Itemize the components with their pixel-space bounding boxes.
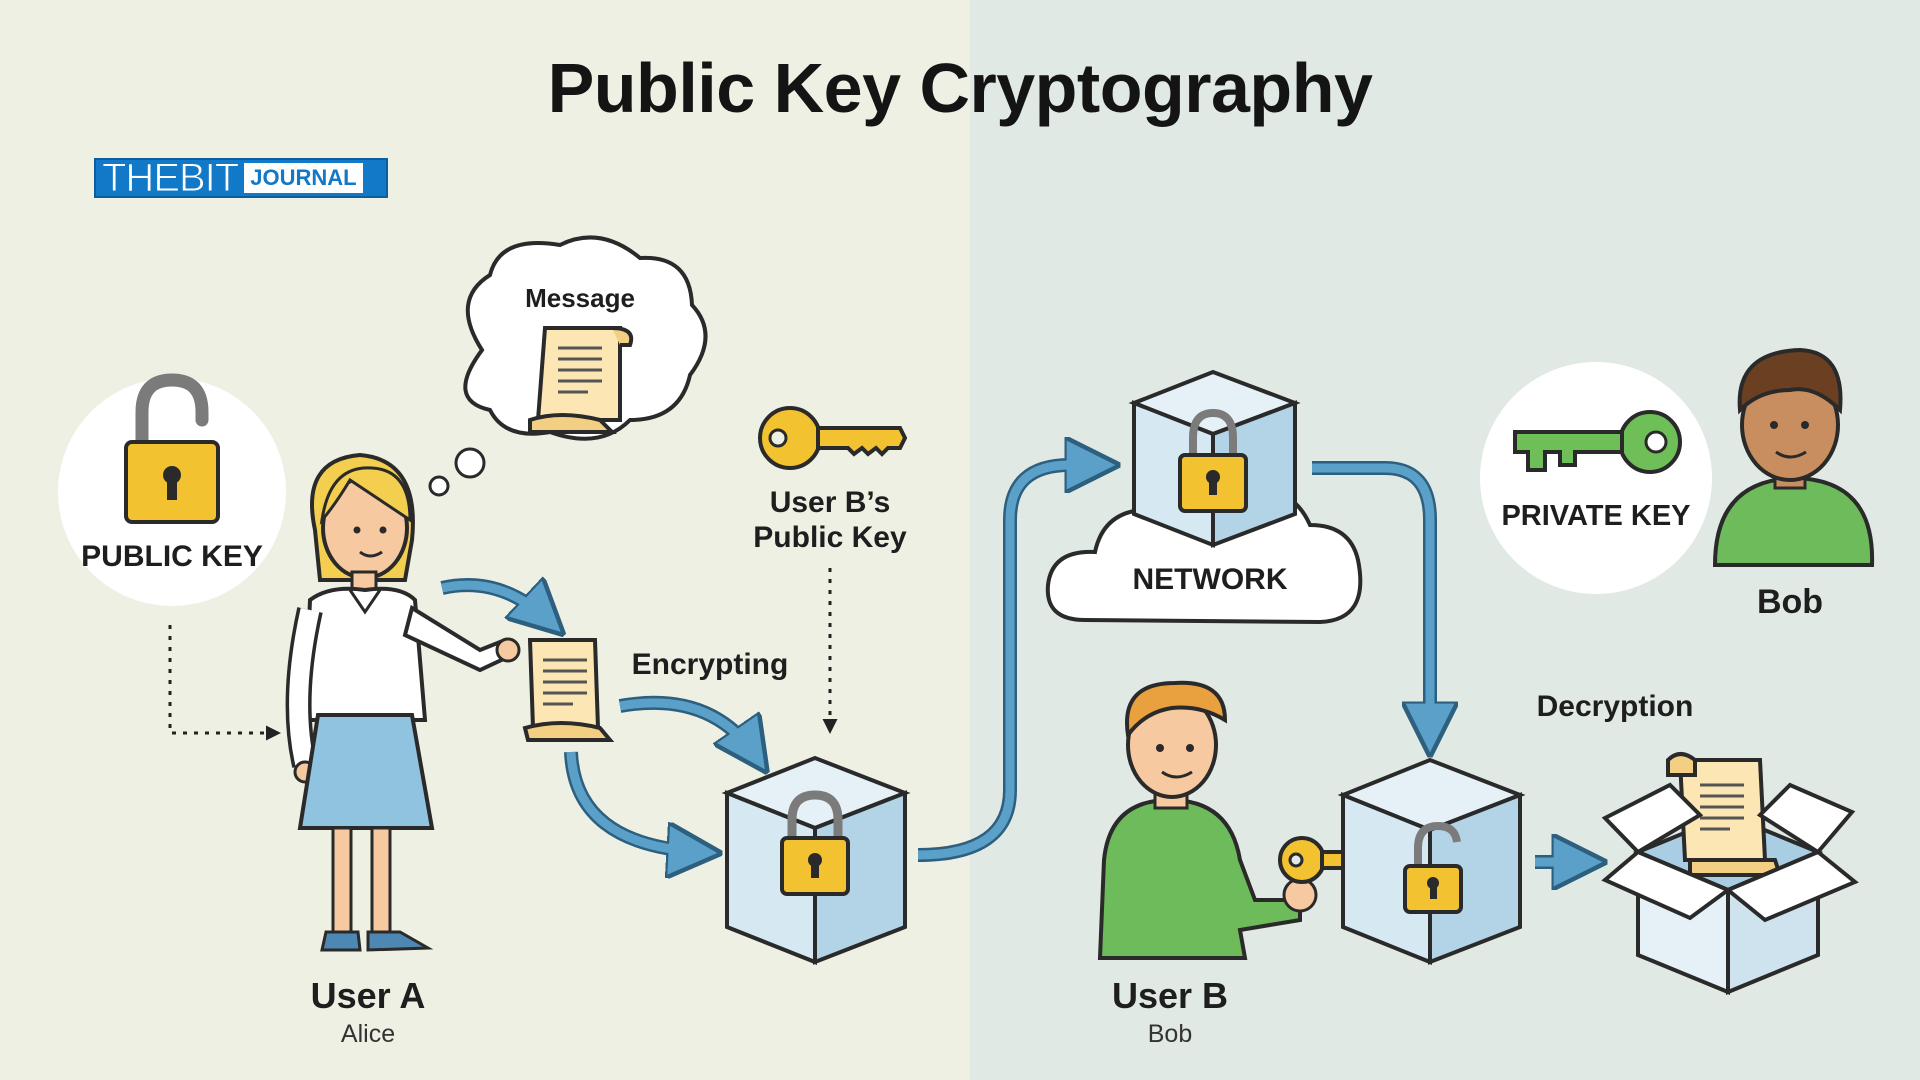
arrow-to-cube: [566, 751, 701, 857]
user-b-name: User B: [1111, 975, 1229, 1016]
public-key-label: PUBLIC KEY: [81, 540, 263, 573]
private-key-badge: [1480, 362, 1712, 594]
dotted-arrow-to-alice: [168, 625, 281, 741]
decryption-label: Decryption: [1536, 690, 1694, 723]
logo-sub-text: JOURNAL: [244, 163, 363, 193]
locked-cube-icon: [1128, 369, 1301, 548]
user-a-alias: Alice: [340, 1020, 396, 1048]
message-thought-cloud: [428, 235, 708, 497]
arrow-message-to-scroll: [441, 580, 552, 624]
unlocked-cube-icon: [1337, 757, 1526, 965]
alice-figure: [285, 452, 521, 952]
scroll-icon: [528, 326, 634, 434]
user-b-public-key-label-line1: User B’s: [769, 486, 891, 519]
page-title: Public Key Cryptography: [547, 49, 1373, 127]
user-b-public-key-label-line2: Public Key: [753, 521, 907, 554]
private-key-label: PRIVATE KEY: [1501, 500, 1691, 532]
logo-main-text: THEBIT: [101, 156, 239, 200]
open-padlock-icon: [124, 373, 220, 524]
scroll-icon: [1666, 752, 1783, 877]
locked-cube-icon: [721, 755, 911, 965]
arrow-network-to-bob: [1312, 463, 1435, 735]
public-key-badge: [58, 373, 286, 606]
message-label: Message: [525, 283, 635, 313]
gold-key-icon: [758, 406, 908, 470]
scroll-icon: [522, 638, 615, 742]
user-a-name: User A: [310, 975, 426, 1016]
network-label: NETWORK: [1132, 563, 1288, 596]
bob-figure: [1097, 680, 1318, 960]
bob-portrait: [1712, 347, 1875, 567]
brand-logo: THEBIT JOURNAL: [94, 156, 388, 200]
open-box-icon: [1601, 752, 1859, 995]
green-key-icon: [1513, 410, 1682, 474]
arrow-to-network: [917, 460, 1098, 860]
arrow-encrypting: [619, 698, 759, 758]
bob-label: Bob: [1756, 583, 1824, 621]
encrypting-label: Encrypting: [631, 648, 789, 681]
user-b-alias: Bob: [1147, 1020, 1193, 1048]
